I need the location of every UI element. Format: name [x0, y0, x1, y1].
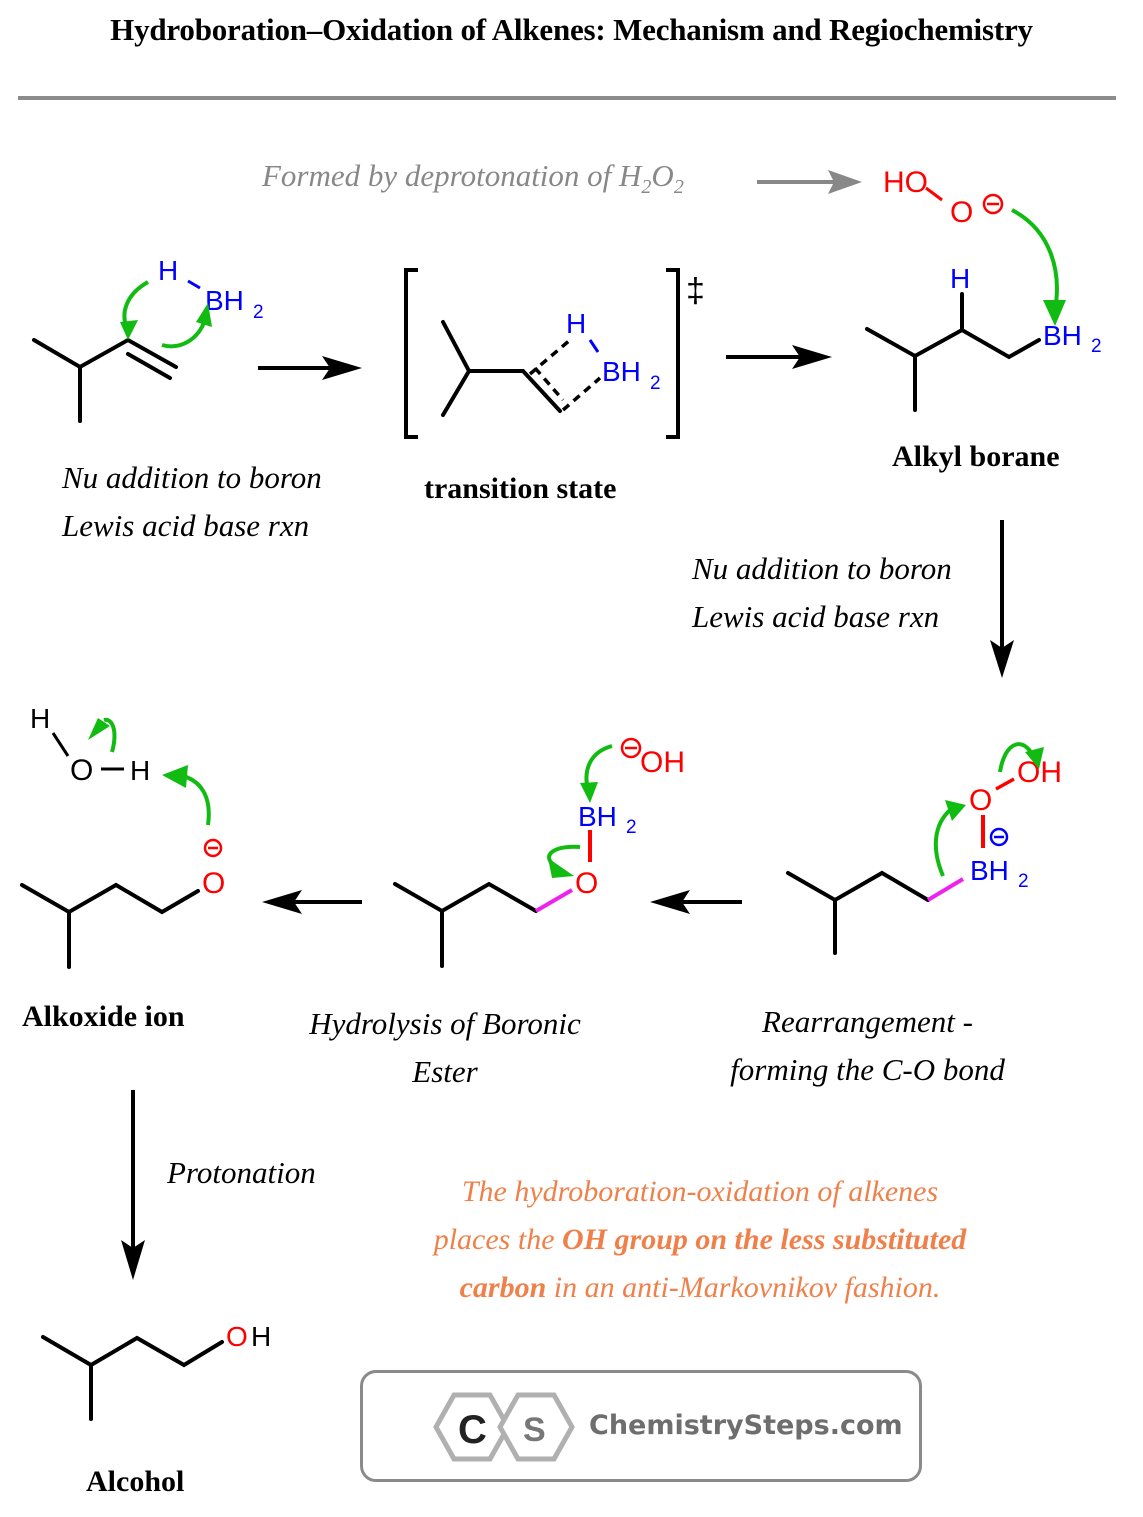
svg-text:BH: BH	[578, 801, 617, 832]
curved-arrow-icon	[1011, 208, 1059, 311]
svg-text:2: 2	[253, 302, 264, 323]
svg-text:H: H	[158, 255, 178, 286]
alkene-molecule	[32, 337, 178, 423]
alkoxide-ion: O	[20, 838, 225, 969]
borate-complex: BH 2 O OH	[786, 756, 1062, 955]
svg-text:H: H	[251, 1321, 271, 1352]
negative-charge-icon	[982, 193, 1004, 215]
svg-text:S: S	[523, 1411, 546, 1449]
negative-charge-icon	[989, 827, 1009, 847]
svg-text:O: O	[575, 867, 598, 900]
logo-text: ChemistrySteps.com	[589, 1410, 903, 1441]
svg-text:2: 2	[1091, 336, 1102, 357]
svg-text:H: H	[950, 263, 970, 294]
svg-text:2: 2	[650, 373, 661, 394]
double-dagger-icon: ‡	[686, 272, 705, 310]
hydroperoxide-anion: HO O	[883, 166, 1004, 229]
boronic-ester: O BH 2 OH	[393, 737, 685, 968]
page-title: Hydroboration–Oxidation of Alkenes: Mech…	[110, 12, 1033, 47]
alkyl-borane-label: Alkyl borane	[892, 440, 1060, 473]
logo-hexagons-icon: C S	[433, 1392, 575, 1462]
chemistrysteps-logo[interactable]: C S ChemistrySteps.com	[360, 1370, 922, 1482]
transition-state-label: transition state	[424, 472, 617, 505]
svg-text:H: H	[30, 703, 50, 734]
negative-charge-icon	[203, 838, 223, 858]
alcohol-label: Alcohol	[86, 1465, 185, 1498]
svg-text:O: O	[969, 784, 992, 817]
svg-text:C: C	[458, 1408, 487, 1452]
svg-text:2: 2	[626, 817, 637, 838]
step2-caption: Nu addition to boron Lewis acid base rxn	[692, 551, 952, 634]
title-divider	[18, 96, 1116, 100]
svg-text:O: O	[226, 1321, 248, 1352]
svg-text:O: O	[70, 754, 93, 787]
rearrangement-caption: Rearrangement - forming the C-O bond	[730, 1004, 1005, 1087]
svg-text:BH: BH	[1043, 320, 1082, 351]
svg-text:BH: BH	[602, 356, 641, 387]
hydroperoxide-source-note: Formed by deprotonation of H2O2	[262, 158, 684, 199]
svg-text:BH: BH	[970, 855, 1009, 886]
step1-caption: Nu addition to boron Lewis acid base rxn	[62, 460, 322, 543]
curved-arrow-icon	[103, 717, 117, 753]
svg-text:O: O	[950, 196, 973, 229]
svg-text:BH: BH	[205, 285, 244, 316]
hydrolysis-caption: Hydrolysis of Boronic Ester	[309, 1006, 581, 1089]
gray-reaction-arrow	[757, 170, 862, 194]
water-molecule: H O H	[30, 703, 150, 787]
borane-reagent: H BH 2	[158, 255, 264, 323]
alkyl-borane: H BH 2	[865, 263, 1102, 412]
regiochemistry-summary: The hydroboration-oxidation of alkenes p…	[433, 1175, 967, 1304]
svg-text:HO: HO	[883, 166, 928, 199]
svg-text:H: H	[566, 308, 586, 339]
svg-text:O: O	[202, 867, 225, 900]
transition-state: ‡ H BH 2	[404, 268, 705, 439]
svg-text:H: H	[130, 755, 150, 786]
svg-text:2: 2	[1018, 871, 1029, 892]
negative-charge-icon	[620, 737, 642, 759]
alkoxide-label: Alkoxide ion	[22, 1000, 185, 1033]
curved-arrow-icon	[161, 319, 207, 349]
alcohol-product: O H	[41, 1321, 271, 1421]
svg-text:OH: OH	[640, 746, 685, 779]
protonation-caption: Protonation	[167, 1155, 316, 1190]
